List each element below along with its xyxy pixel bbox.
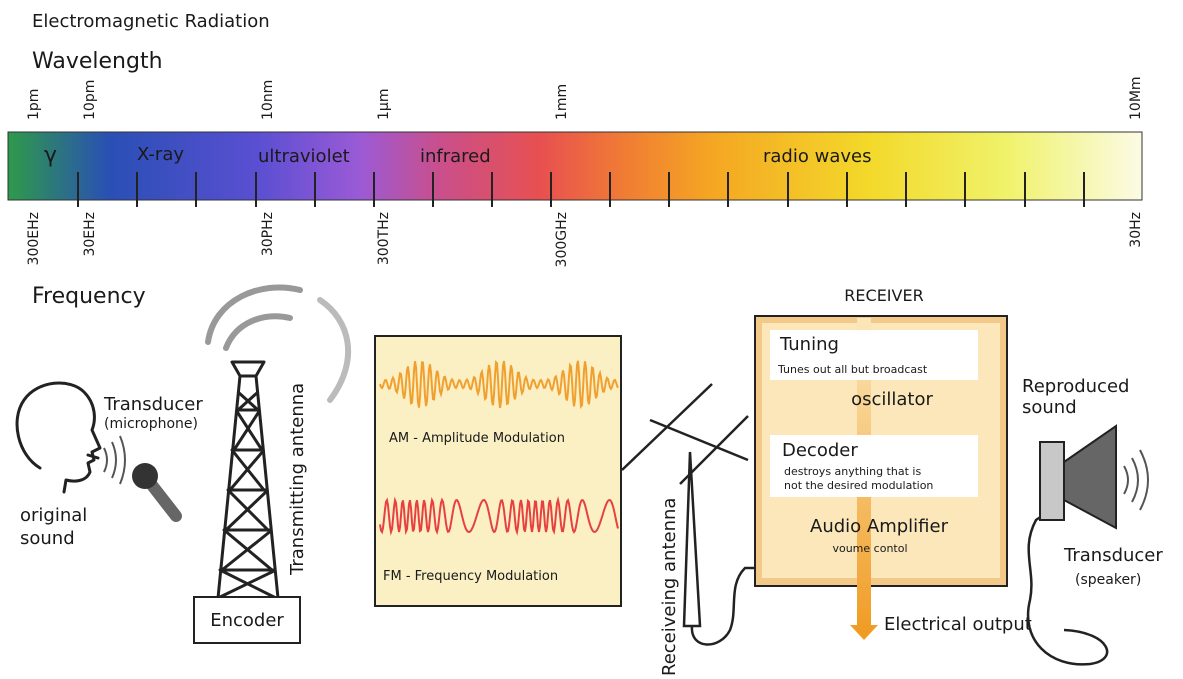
reproduced-sound-line1: Reproduced bbox=[1022, 376, 1129, 397]
wavelength-tick-label: 10nm bbox=[260, 80, 276, 120]
output-transducer-sub: (speaker) bbox=[1075, 572, 1141, 588]
frequency-tick-label: 30PHz bbox=[260, 212, 276, 256]
band-ultraviolet: ultraviolet bbox=[258, 146, 350, 167]
frequency-tick-label: 30Hz bbox=[1128, 212, 1144, 248]
output-transducer-label: Transducer bbox=[1063, 545, 1163, 566]
head-icon bbox=[15, 381, 102, 494]
spectrum-bar bbox=[7, 131, 1143, 201]
microphone-icon bbox=[132, 463, 182, 522]
tuning-panel bbox=[770, 330, 978, 380]
spectrum-ticks bbox=[77, 172, 1085, 207]
oscillator-label: oscillator bbox=[851, 389, 933, 410]
decoder-sub-line2: not the desired modulation bbox=[784, 479, 933, 492]
encoder-box bbox=[193, 596, 301, 644]
encoder-label: Encoder bbox=[210, 610, 284, 631]
speaker-icon bbox=[1039, 424, 1117, 530]
band-infrared: infrared bbox=[420, 146, 491, 167]
source-transducer-label: Transducer bbox=[103, 394, 203, 415]
band-gamma: γ bbox=[44, 143, 57, 168]
wavelength-tick-label: 1μm bbox=[376, 89, 392, 120]
frequency-tick-label: 300THz bbox=[376, 212, 392, 265]
frequency-tick-label: 300GHz bbox=[554, 212, 570, 267]
frequency-label: Frequency bbox=[32, 284, 146, 309]
amplifier-sub: voume contol bbox=[832, 542, 907, 555]
sound-waves-icon bbox=[103, 435, 126, 485]
receiver-title: RECEIVER bbox=[844, 286, 923, 305]
wavelength-tick-label: 1mm bbox=[554, 84, 570, 120]
broadcast-waves-icon bbox=[205, 284, 352, 403]
band-radio-waves: radio waves bbox=[763, 146, 871, 167]
original-sound-label-line2: sound bbox=[20, 528, 75, 549]
frequency-tick-label: 30EHz bbox=[82, 212, 98, 257]
am-wave bbox=[379, 359, 619, 410]
transmitting-tower-icon bbox=[216, 360, 280, 600]
original-sound-label-line1: original bbox=[20, 505, 87, 526]
source-transducer-sub: (microphone) bbox=[104, 416, 198, 432]
fm-label: FM - Frequency Modulation bbox=[383, 569, 558, 584]
diagram-title: Electromagnetic Radiation bbox=[32, 11, 270, 32]
frequency-tick-label: 300EHz bbox=[26, 212, 42, 265]
receiving-antenna-label: Receiveing antenna bbox=[659, 498, 680, 676]
receiving-antenna-icon bbox=[621, 383, 762, 646]
wavelength-tick-label: 10Mm bbox=[1128, 76, 1144, 120]
reproduced-sound-line2: sound bbox=[1022, 397, 1077, 418]
band-xray: X-ray bbox=[137, 144, 184, 165]
transmitting-antenna-label: Transmitting antenna bbox=[287, 383, 308, 576]
tuning-label: Tuning bbox=[779, 334, 839, 355]
speaker-sound-waves-icon bbox=[1123, 449, 1149, 511]
decoder-sub-line1: destroys anything that is bbox=[784, 465, 921, 478]
decoder-label: Decoder bbox=[782, 440, 858, 461]
tuning-sub: Tunes out all but broadcast bbox=[777, 363, 928, 376]
output-cable bbox=[1026, 514, 1109, 666]
am-label: AM - Amplitude Modulation bbox=[389, 431, 565, 446]
decoder-panel bbox=[770, 435, 978, 497]
amplifier-label: Audio Amplifier bbox=[810, 516, 949, 537]
fm-wave bbox=[379, 496, 619, 536]
wavelength-label: Wavelength bbox=[32, 49, 163, 74]
electrical-output-label: Electrical output bbox=[884, 614, 1032, 635]
wavelength-tick-label: 1pm bbox=[26, 89, 42, 120]
wavelength-tick-label: 10pm bbox=[82, 80, 98, 120]
